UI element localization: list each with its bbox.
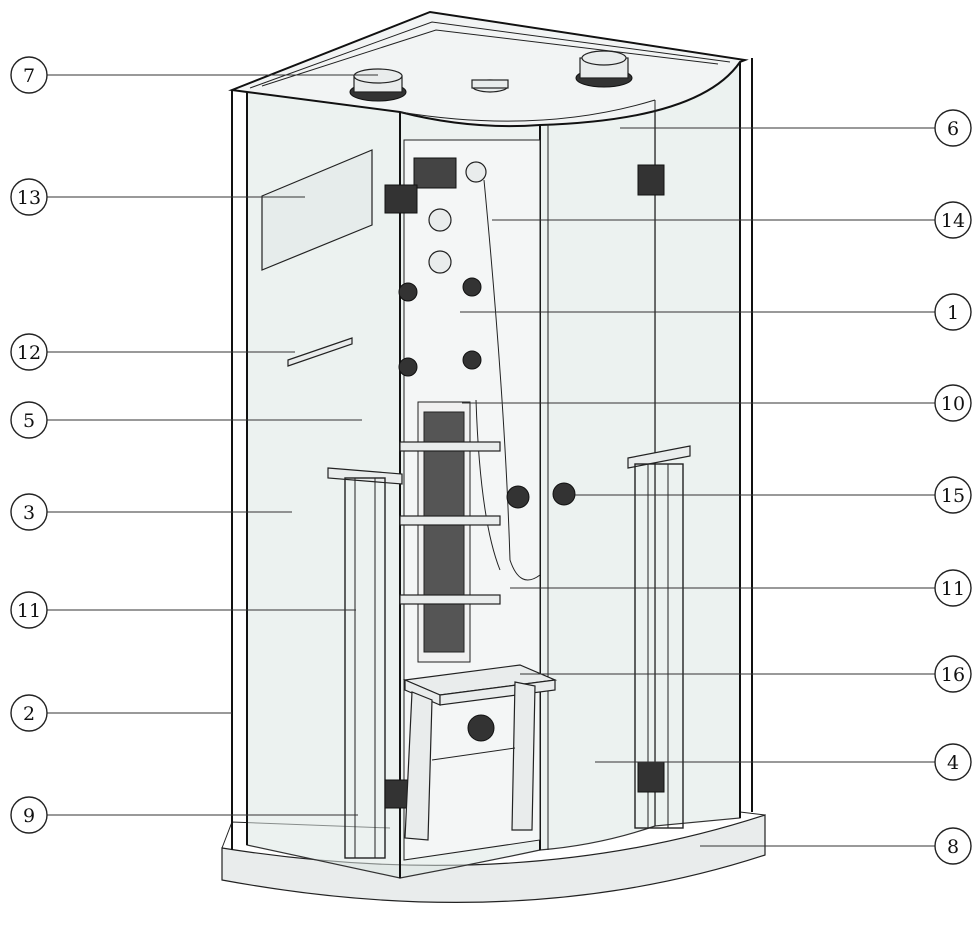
- callout-right-15: 15: [934, 476, 972, 514]
- callout-left-12: 12: [10, 333, 48, 371]
- curved-door-glass: [539, 99, 656, 851]
- svg-text:4: 4: [947, 752, 959, 774]
- svg-text:2: 2: [23, 703, 35, 725]
- stool: [402, 664, 558, 841]
- roof-ventilator-right: [575, 50, 633, 88]
- shower-cabin-illustration: [221, 10, 766, 903]
- callout-left-5: 5: [10, 401, 48, 439]
- svg-text:15: 15: [941, 485, 965, 507]
- roof-light: [471, 79, 509, 93]
- svg-text:11: 11: [941, 578, 965, 600]
- leader-lines: [47, 74, 935, 847]
- callout-left-13: 13: [10, 178, 48, 216]
- infrared-heater-grille: [417, 401, 471, 663]
- svg-text:9: 9: [23, 805, 35, 827]
- callout-right-11: 11: [934, 569, 972, 607]
- svg-text:3: 3: [23, 502, 35, 524]
- callout-right-8: 8: [934, 827, 972, 865]
- callout-right-16: 16: [934, 655, 972, 693]
- left-sauna-rack: [327, 467, 403, 859]
- svg-text:13: 13: [17, 187, 41, 209]
- svg-text:6: 6: [947, 118, 959, 140]
- svg-text:14: 14: [941, 210, 965, 232]
- callout-right-14: 14: [934, 201, 972, 239]
- mirror: [261, 149, 373, 271]
- svg-text:5: 5: [23, 410, 35, 432]
- callout-left-2: 2: [10, 694, 48, 732]
- callout-left-11: 11: [10, 591, 48, 629]
- svg-text:7: 7: [23, 65, 35, 87]
- svg-text:12: 12: [17, 342, 41, 364]
- callout-left-9: 9: [10, 796, 48, 834]
- callout-left-3: 3: [10, 493, 48, 531]
- shelf: [287, 337, 353, 367]
- callout-right-10: 10: [934, 384, 972, 422]
- callout-right-4: 4: [934, 743, 972, 781]
- svg-text:10: 10: [941, 393, 965, 415]
- callout-left-7: 7: [10, 56, 48, 94]
- callout-right-1: 1: [934, 293, 972, 331]
- callout-right-6: 6: [934, 109, 972, 147]
- svg-text:11: 11: [17, 600, 41, 622]
- svg-text:8: 8: [947, 836, 959, 858]
- svg-text:1: 1: [947, 302, 959, 324]
- right-sauna-rack: [627, 445, 691, 829]
- roof-ventilator-left: [349, 68, 407, 102]
- svg-text:16: 16: [941, 664, 965, 686]
